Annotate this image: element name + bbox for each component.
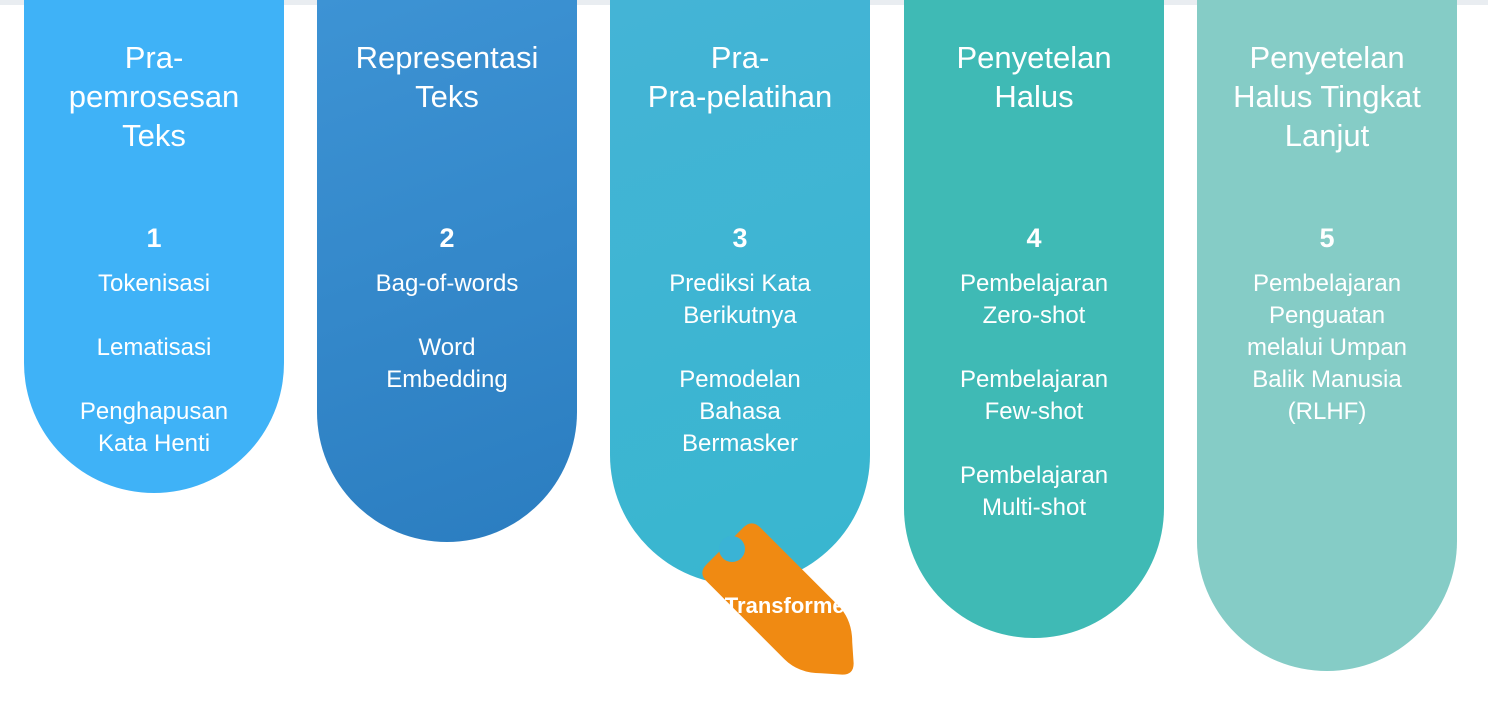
stage-3-items: Prediksi Kata Berikutnya Pemodelan Bahas… <box>622 268 858 492</box>
stage-4-column: Penyetelan Halus 4 Pembelajaran Zero-sho… <box>904 0 1164 638</box>
stage-4-item-zero-shot: Pembelajaran Zero-shot <box>959 270 1109 329</box>
stage-1-item-tokenisasi: Tokenisasi <box>97 270 211 297</box>
stage-2-item-bag-of-words: Bag-of-words <box>375 270 519 297</box>
stage-1-number: 1 <box>146 223 162 253</box>
stage-1-item-lematisasi: Lematisasi <box>96 334 212 361</box>
stage-5-number: 5 <box>1319 223 1335 253</box>
stage-3-item-pemodelan: Pemodelan Bahasa Bermasker <box>679 366 801 457</box>
stage-2-title: Representasi Teks <box>355 40 539 114</box>
stage-1-column: Pra- pemrosesan Teks 1 Tokenisasi Lemati… <box>24 0 284 493</box>
stage-5-column: Penyetelan Halus Tingkat Lanjut 5 Pembel… <box>1197 0 1457 671</box>
stage-4-number: 4 <box>1026 223 1042 253</box>
stage-1-title: Pra- pemrosesan Teks <box>68 40 240 153</box>
stage-5-item-rlhf: Pembelajaran Penguatan melalui Umpan Bal… <box>1246 270 1408 425</box>
stage-4-title: Penyetelan Halus <box>956 40 1112 114</box>
stage-2-column: Representasi Teks 2 Bag-of-words Word Em… <box>317 0 577 542</box>
stage-2-items: Bag-of-words Word Embedding <box>329 268 565 428</box>
stage-3-number: 3 <box>732 223 748 253</box>
stage-3-item-prediksi: Prediksi Kata Berikutnya <box>669 270 811 329</box>
stage-4-item-few-shot: Pembelajaran Few-shot <box>959 366 1109 425</box>
stage-2-item-word-embedding: Word Embedding <box>386 334 508 393</box>
stage-1-items: Tokenisasi Lematisasi Penghapusan Kata H… <box>36 268 272 492</box>
stage-3-title: Pra- Pra-pelatihan <box>647 40 833 114</box>
stage-1-item-penghapusan: Penghapusan Kata Henti <box>79 398 229 457</box>
stage-5-title: Penyetelan Halus Tingkat Lanjut <box>1233 40 1421 153</box>
stage-4-items: Pembelajaran Zero-shot Pembelajaran Few-… <box>916 268 1152 556</box>
tag-label: Transformer <box>725 593 854 618</box>
stage-4-item-multi-shot: Pembelajaran Multi-shot <box>959 462 1109 521</box>
stage-5-items: Pembelajaran Penguatan melalui Umpan Bal… <box>1209 268 1445 460</box>
stage-3-column: Pra- Pra-pelatihan 3 Prediksi Kata Berik… <box>610 0 870 585</box>
stage-2-number: 2 <box>439 223 455 253</box>
